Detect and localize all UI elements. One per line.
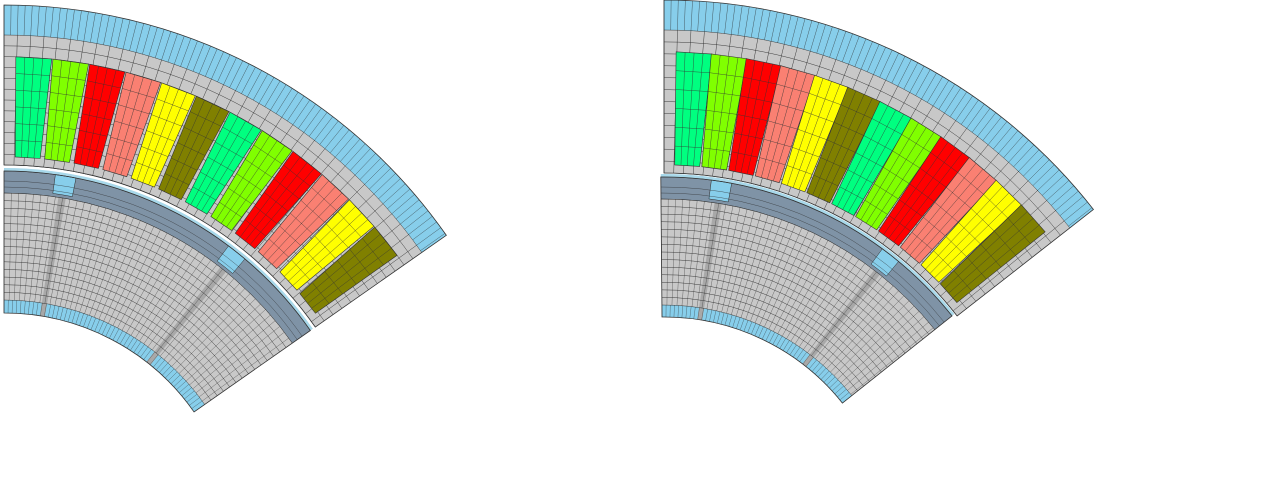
coil-slot (210, 130, 293, 231)
coil-slot (102, 71, 161, 178)
rotor-seam (146, 267, 226, 365)
coil-slot (806, 86, 882, 204)
rotor-core (4, 193, 293, 405)
coil-slot (299, 226, 398, 314)
coil-slot (899, 157, 998, 264)
coil-slot (728, 58, 782, 176)
right-motor-cross-section (660, 0, 1095, 404)
coil-slot (257, 174, 350, 270)
coil-slot (855, 117, 942, 231)
coil-slot (14, 56, 53, 159)
rotor-inner-ring (4, 300, 205, 412)
coil-slot (234, 150, 322, 250)
left-motor-cross-section (3, 4, 447, 413)
rotor-core (660, 198, 935, 396)
coil-slot (130, 82, 196, 188)
coil-slot (73, 63, 126, 169)
coil-slot (674, 51, 713, 167)
coil-slot (920, 179, 1023, 283)
coil-slot (184, 111, 262, 215)
coil-slot (279, 199, 375, 291)
rotor-inner-ring (661, 305, 852, 404)
coil-slot (44, 58, 89, 163)
rotor-magnet-band (660, 176, 952, 330)
coil-slot (158, 95, 230, 201)
rotor-seam (802, 270, 880, 367)
stator-outer-ring (4, 5, 447, 253)
coil-slot (939, 204, 1046, 303)
